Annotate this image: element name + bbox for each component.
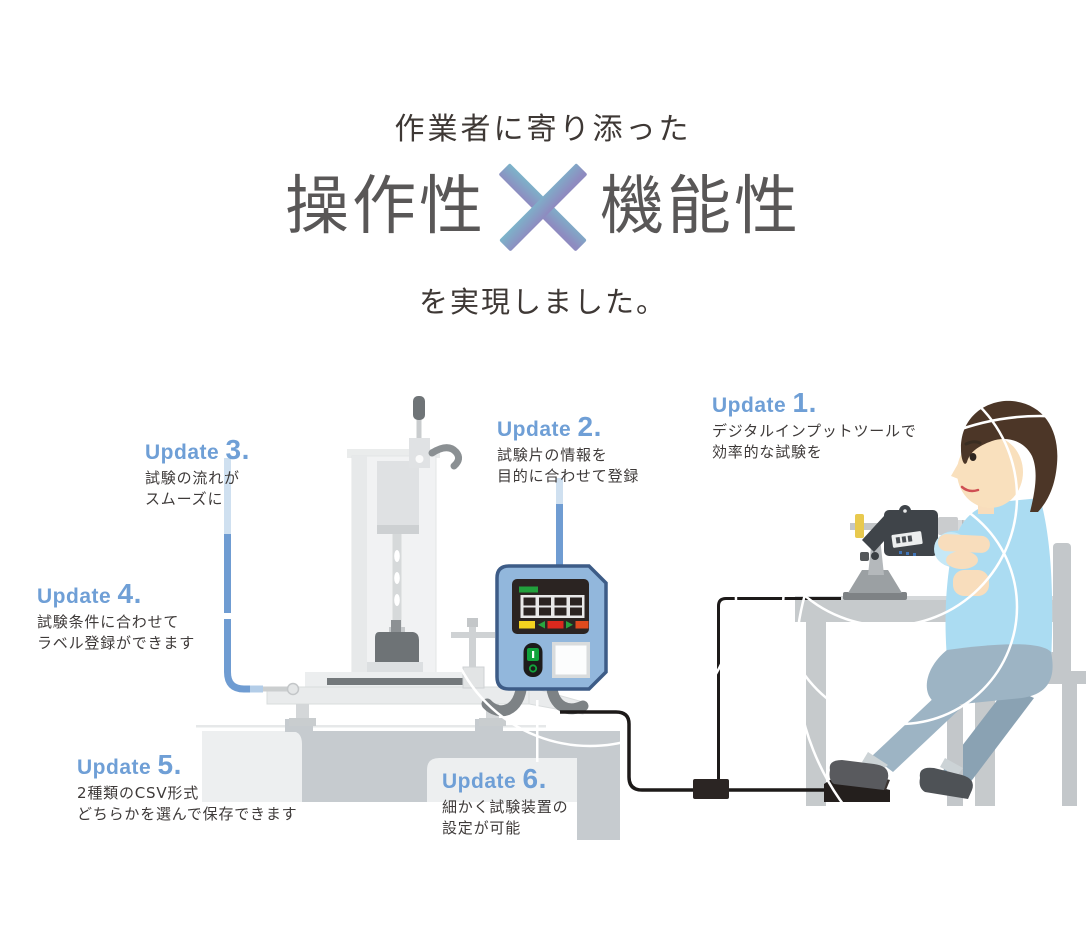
update-1-heading: Update 1. [712, 387, 817, 418]
front-shoe [829, 760, 889, 790]
screen-grid [520, 595, 585, 618]
decor-circles [442, 366, 1086, 906]
headline-main: 操作性 機能性 [0, 160, 1086, 254]
update-3-text: 試験の流れが [145, 469, 240, 487]
back-shoe [919, 767, 973, 799]
leader-lines [222, 458, 563, 762]
micrometer-display [891, 531, 923, 548]
power-toggle [523, 643, 543, 677]
screen-yellow-key [519, 621, 535, 629]
update-6-text: 細かく試験装置の [442, 798, 569, 816]
cable-icon [560, 710, 824, 799]
update-4-text: ラベル登録ができます [37, 634, 196, 652]
headline-bottom: を実現しました。 [418, 285, 667, 319]
update-1-text: デジタルインプットツールで [712, 422, 917, 440]
front-shin [872, 694, 963, 772]
update-3-label: Update 3. 試験の流れが スムーズに [145, 434, 250, 510]
headline-right: 機能性 [600, 170, 801, 244]
hair [960, 400, 1058, 512]
eyebrow [964, 440, 982, 446]
update-6-text: 設定が可能 [442, 819, 522, 837]
crank-handle [428, 444, 463, 470]
update-5-heading: Update 5. [77, 749, 182, 780]
headline-left: 操作性 [285, 170, 486, 244]
update-2-heading: Update 2. [497, 411, 602, 442]
screen-status-bar [519, 586, 538, 593]
spindle-tab [855, 514, 864, 538]
cable-connector [693, 779, 729, 799]
eye [969, 453, 977, 461]
screen-left-arrow [538, 621, 545, 629]
controller-cable [560, 710, 824, 792]
leader-update3 [224, 458, 231, 534]
screen-red-key [547, 621, 564, 629]
update-4-label: Update 4. 試験条件に合わせて ラベル登録ができます [37, 578, 196, 654]
update-2-label: Update 2. 試験片の情報を 目的に合わせて登録 [497, 411, 640, 487]
nose [951, 462, 961, 480]
controller-device-icon [481, 564, 608, 717]
multiply-cross-icon [499, 163, 587, 251]
update-1-text: 効率的な試験を [712, 443, 823, 461]
hand-fingers [937, 534, 990, 553]
hips [926, 644, 1053, 706]
update-1-label: Update 1. デジタルインプットツールで 効率的な試験を [712, 387, 917, 463]
machine-top-lever [409, 396, 463, 470]
worker-at-desk-icon [824, 400, 1058, 806]
update-4-text: 試験条件に合わせて [37, 613, 180, 631]
test-machine-icon [266, 396, 584, 726]
leader-update6 [536, 700, 539, 762]
machine-base-slab [196, 719, 620, 840]
digital-micrometer-icon [843, 505, 980, 600]
update-5-text: どちらかを選んで保存できます [77, 805, 298, 823]
machine-foot [289, 704, 506, 726]
update-6-label: Update 6. 細かく試験装置の 設定が可能 [442, 763, 569, 839]
back-leg [942, 686, 1034, 788]
update-2-text: 試験片の情報を [497, 446, 608, 464]
update-3-heading: Update 3. [145, 434, 250, 465]
leader-update4 [224, 534, 250, 693]
screen-right-arrow [566, 621, 573, 629]
micrometer-cable [717, 597, 841, 788]
hand-fist [953, 570, 989, 596]
leader-update2 [556, 478, 563, 504]
update-5-text: 2種類のCSV形式 [77, 784, 200, 802]
headline-top: 作業者に寄り添った [394, 112, 692, 147]
update-3-text: スムーズに [145, 490, 224, 508]
update-2-text: 目的に合わせて登録 [497, 467, 640, 485]
screen-orange-key [575, 621, 589, 629]
mouth [960, 485, 980, 493]
update-6-heading: Update 6. [442, 763, 547, 794]
update-4-heading: Update 4. [37, 578, 142, 609]
update-5-label: Update 5. 2種類のCSV形式 どちらかを選んで保存できます [77, 749, 298, 825]
